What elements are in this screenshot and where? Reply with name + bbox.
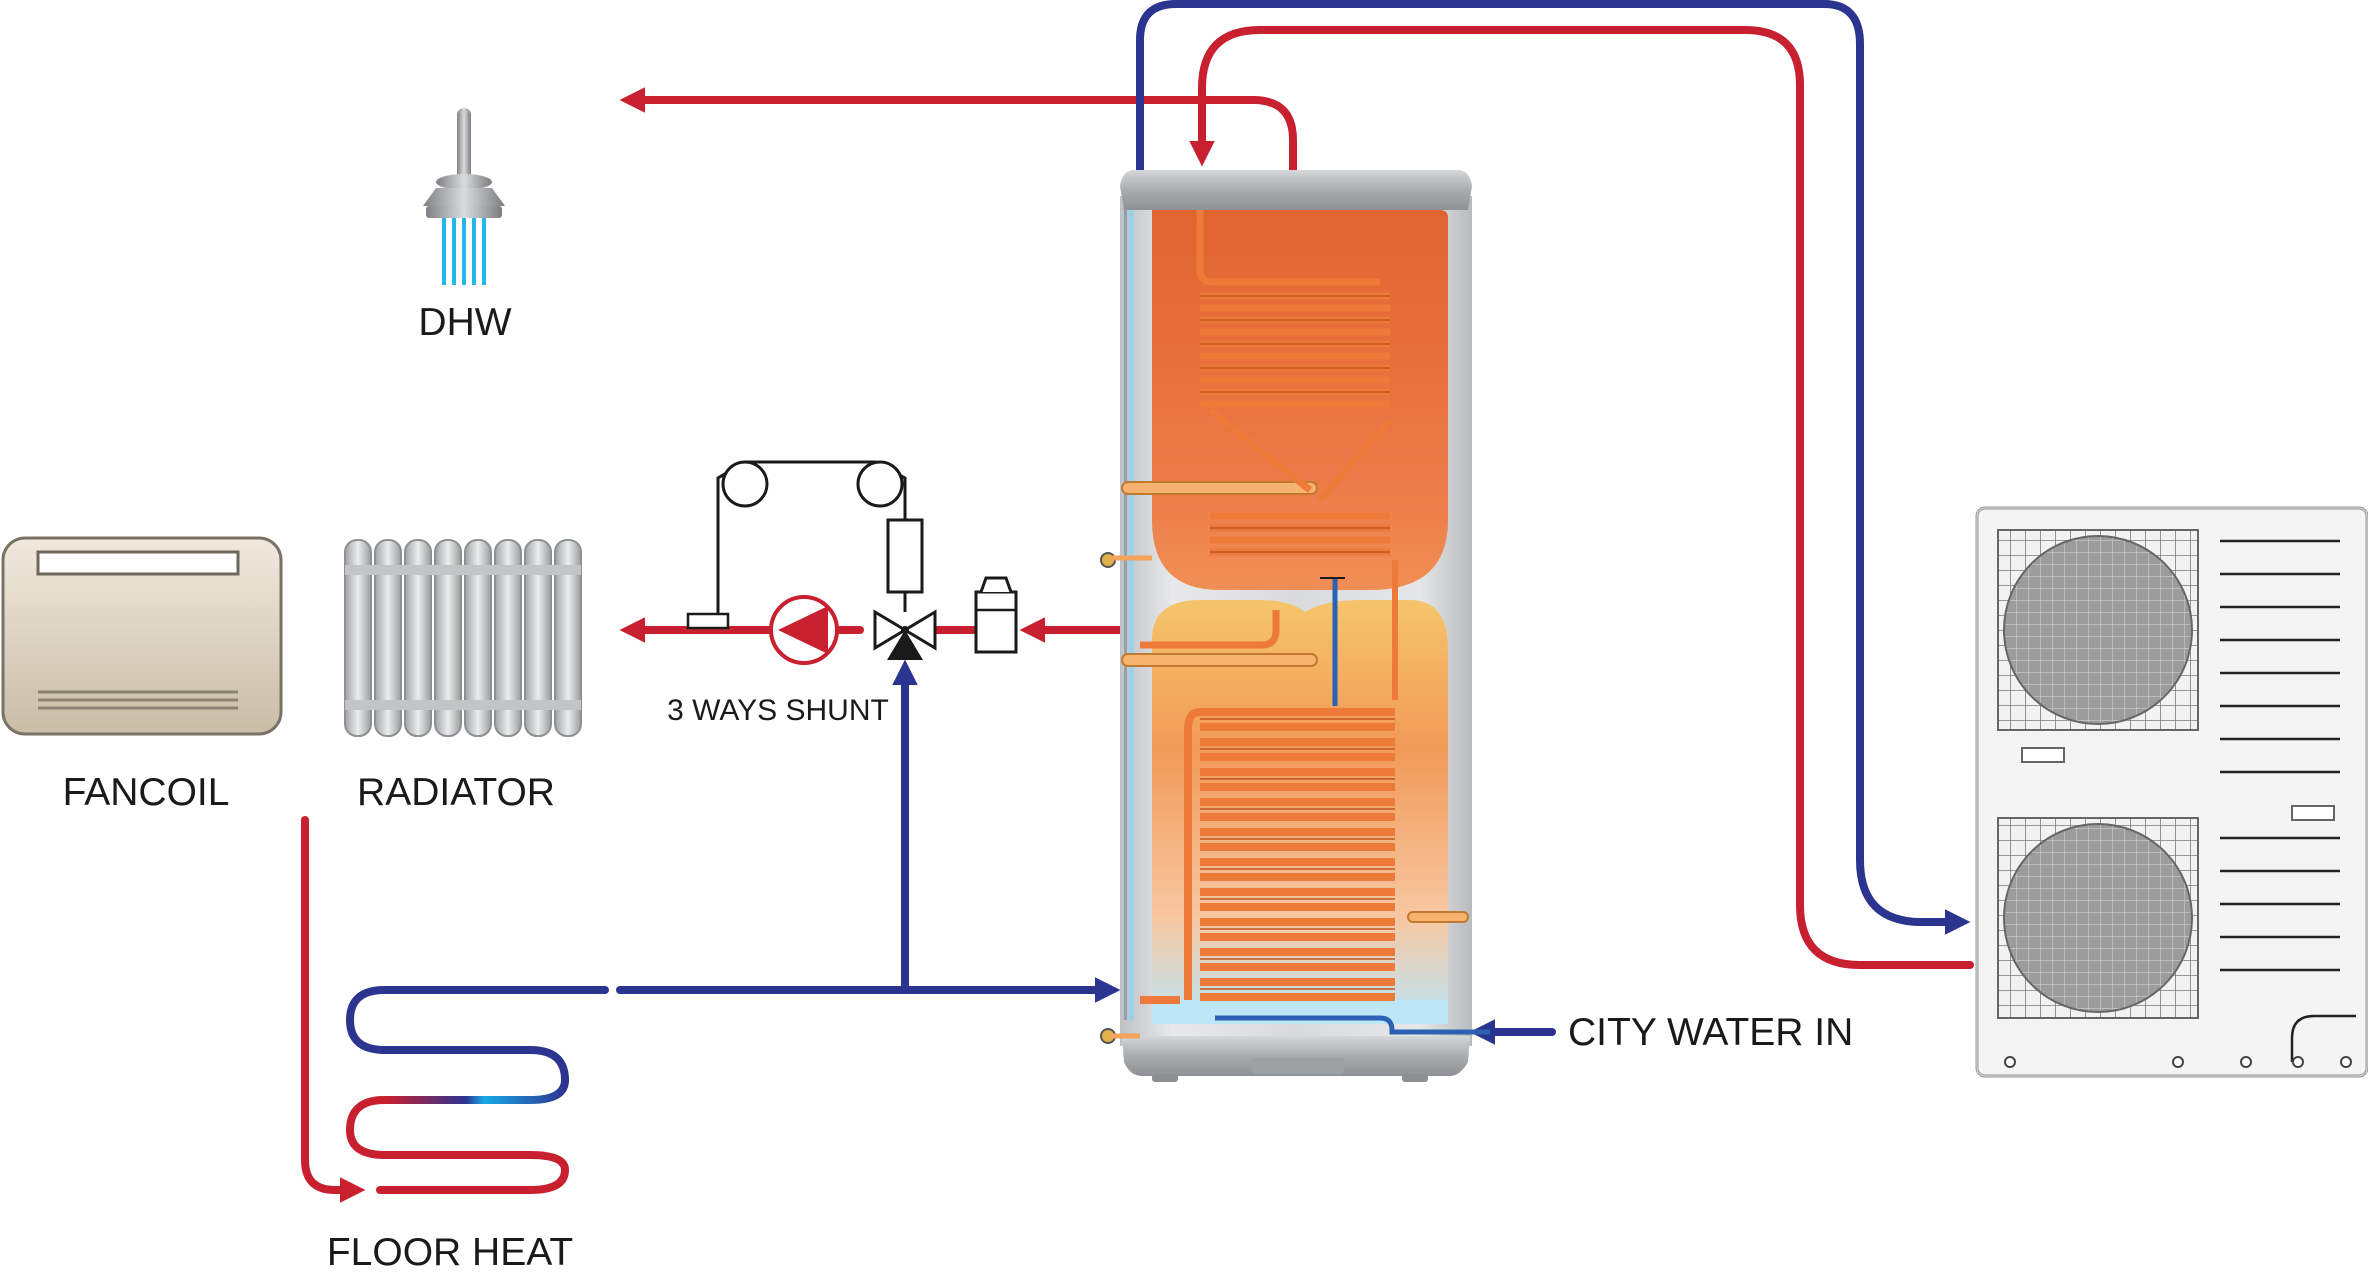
fancoil-label: FANCOIL — [63, 771, 230, 814]
dhw-label: DHW — [418, 301, 511, 344]
floor-serpentine-mix — [381, 1076, 569, 1104]
hot-water-tank — [1100, 170, 1490, 1082]
radiator-icon — [344, 539, 582, 737]
fan-grill-bottom — [1997, 817, 2199, 1019]
floor-heat-label: FLOOR HEAT — [327, 1231, 573, 1274]
radiator-label: RADIATOR — [357, 771, 555, 814]
floor-serpentine-red — [346, 1096, 569, 1194]
dhw-hot-pipe — [619, 87, 1297, 174]
heatpump-cold-pipe — [1136, 0, 1971, 935]
heatpump-hot-pipe — [1189, 26, 1974, 969]
floor-serpentine-blue — [346, 986, 609, 1084]
floor-hot-pipe — [301, 816, 366, 1203]
shunt-assembly — [686, 460, 1018, 665]
valve-actuator-icon — [886, 518, 924, 594]
outdoor-heat-pump-unit-icon — [1975, 506, 2368, 1078]
three-way-valve-icon — [873, 609, 937, 660]
heatpump-coil-lower — [1140, 708, 1395, 1004]
check-valve-icon — [974, 576, 1018, 654]
sensor-pockets — [1100, 481, 1469, 1044]
fan-grill-top — [1997, 529, 2199, 731]
circulation-pump-icon — [769, 595, 839, 665]
city-water-label: CITY WATER IN — [1568, 1011, 1853, 1054]
shunt-label: 3 WAYS SHUNT — [667, 694, 889, 727]
shower-head-icon — [423, 108, 505, 285]
pipe-network — [301, 0, 1974, 1203]
fancoil-unit-icon — [1, 536, 283, 736]
